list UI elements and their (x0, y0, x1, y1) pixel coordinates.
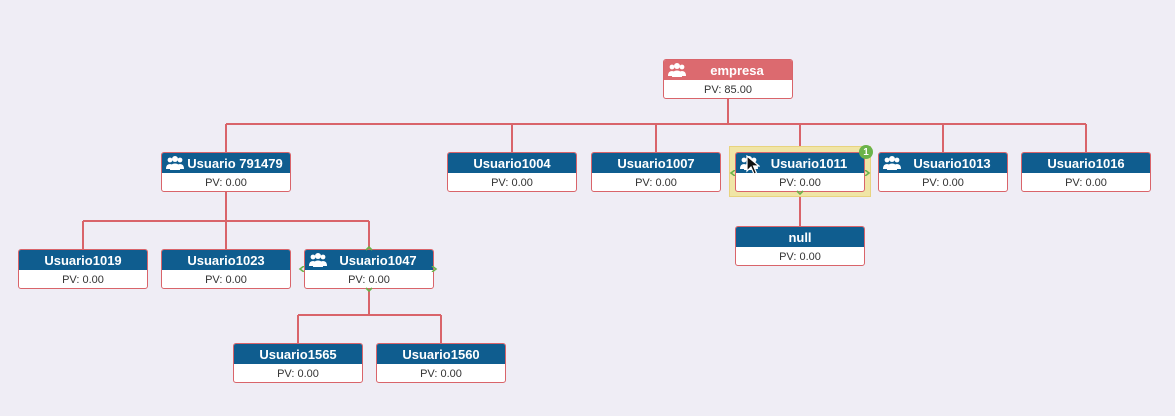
node-pv: PV: 0.00 (420, 367, 462, 380)
team-icon (883, 156, 901, 170)
node-pv: PV: 0.00 (779, 250, 821, 263)
mouse-cursor-icon (746, 155, 760, 175)
node-usuario1007[interactable]: Usuario1007 PV: 0.00 (591, 152, 721, 192)
node-pv: PV: 0.00 (922, 176, 964, 189)
node-header: Usuario1565 (234, 344, 362, 364)
node-pv: PV: 0.00 (277, 367, 319, 380)
node-pv: PV: 0.00 (348, 273, 390, 286)
node-header: Usuario1019 (19, 250, 147, 270)
node-pv: PV: 0.00 (62, 273, 104, 286)
node-pv: PV: 85.00 (704, 83, 752, 96)
node-title: Usuario1011 (770, 155, 848, 171)
node-null[interactable]: null PV: 0.00 (735, 226, 865, 266)
drag-handle-bottom[interactable] (365, 287, 373, 293)
drag-handle-right[interactable] (430, 266, 438, 272)
node-title: Usuario1007 (617, 155, 695, 171)
node-usuario1011[interactable]: Usuario1011 PV: 0.00 (735, 152, 865, 192)
node-title: Usuario1023 (187, 252, 265, 268)
node-header: Usuario1016 (1022, 153, 1150, 173)
node-header: Usuario1007 (592, 153, 720, 173)
node-usuario1023[interactable]: Usuario1023 PV: 0.00 (161, 249, 291, 289)
node-header: Usuario1023 (162, 250, 290, 270)
node-usuario1013[interactable]: Usuario1013 PV: 0.00 (878, 152, 1008, 192)
node-header: Usuario1560 (377, 344, 505, 364)
node-header: Usuario1047 (305, 250, 433, 270)
selection-badge[interactable]: 1 (859, 145, 873, 159)
node-usuario1016[interactable]: Usuario1016 PV: 0.00 (1021, 152, 1151, 192)
node-empresa[interactable]: empresa PV: 85.00 (663, 59, 793, 99)
node-title: empresa (710, 62, 764, 78)
node-title: Usuario1004 (473, 155, 551, 171)
node-header: null (736, 227, 864, 247)
node-usuario1047[interactable]: Usuario1047 PV: 0.00 (304, 249, 434, 289)
node-title: Usuario1013 (913, 155, 991, 171)
node-pv: PV: 0.00 (635, 176, 677, 189)
node-title: Usuario1565 (259, 346, 337, 362)
drag-handle-bottom[interactable] (796, 190, 804, 196)
node-title: Usuario 791479 (187, 155, 283, 171)
node-header: empresa (664, 60, 792, 80)
node-usuario1019[interactable]: Usuario1019 PV: 0.00 (18, 249, 148, 289)
node-header: Usuario1011 (736, 153, 864, 173)
node-title: Usuario1019 (44, 252, 122, 268)
node-pv: PV: 0.00 (779, 176, 821, 189)
node-pv: PV: 0.00 (205, 176, 247, 189)
drag-handle-right[interactable] (863, 170, 871, 176)
node-pv: PV: 0.00 (491, 176, 533, 189)
node-header: Usuario1004 (448, 153, 576, 173)
team-icon (166, 156, 184, 170)
team-icon (309, 253, 327, 267)
node-usuario-791479[interactable]: Usuario 791479 PV: 0.00 (161, 152, 291, 192)
node-title: null (788, 229, 812, 245)
node-title: Usuario1016 (1047, 155, 1125, 171)
node-title: Usuario1560 (402, 346, 480, 362)
node-pv: PV: 0.00 (205, 273, 247, 286)
node-usuario1004[interactable]: Usuario1004 PV: 0.00 (447, 152, 577, 192)
drag-handle-left[interactable] (729, 170, 737, 176)
team-icon (668, 63, 686, 77)
node-header: Usuario 791479 (162, 153, 290, 173)
node-usuario1560[interactable]: Usuario1560 PV: 0.00 (376, 343, 506, 383)
node-usuario1565[interactable]: Usuario1565 PV: 0.00 (233, 343, 363, 383)
drag-handle-top[interactable] (365, 245, 373, 251)
node-header: Usuario1013 (879, 153, 1007, 173)
drag-handle-left[interactable] (298, 266, 306, 272)
node-pv: PV: 0.00 (1065, 176, 1107, 189)
node-title: Usuario1047 (339, 252, 417, 268)
